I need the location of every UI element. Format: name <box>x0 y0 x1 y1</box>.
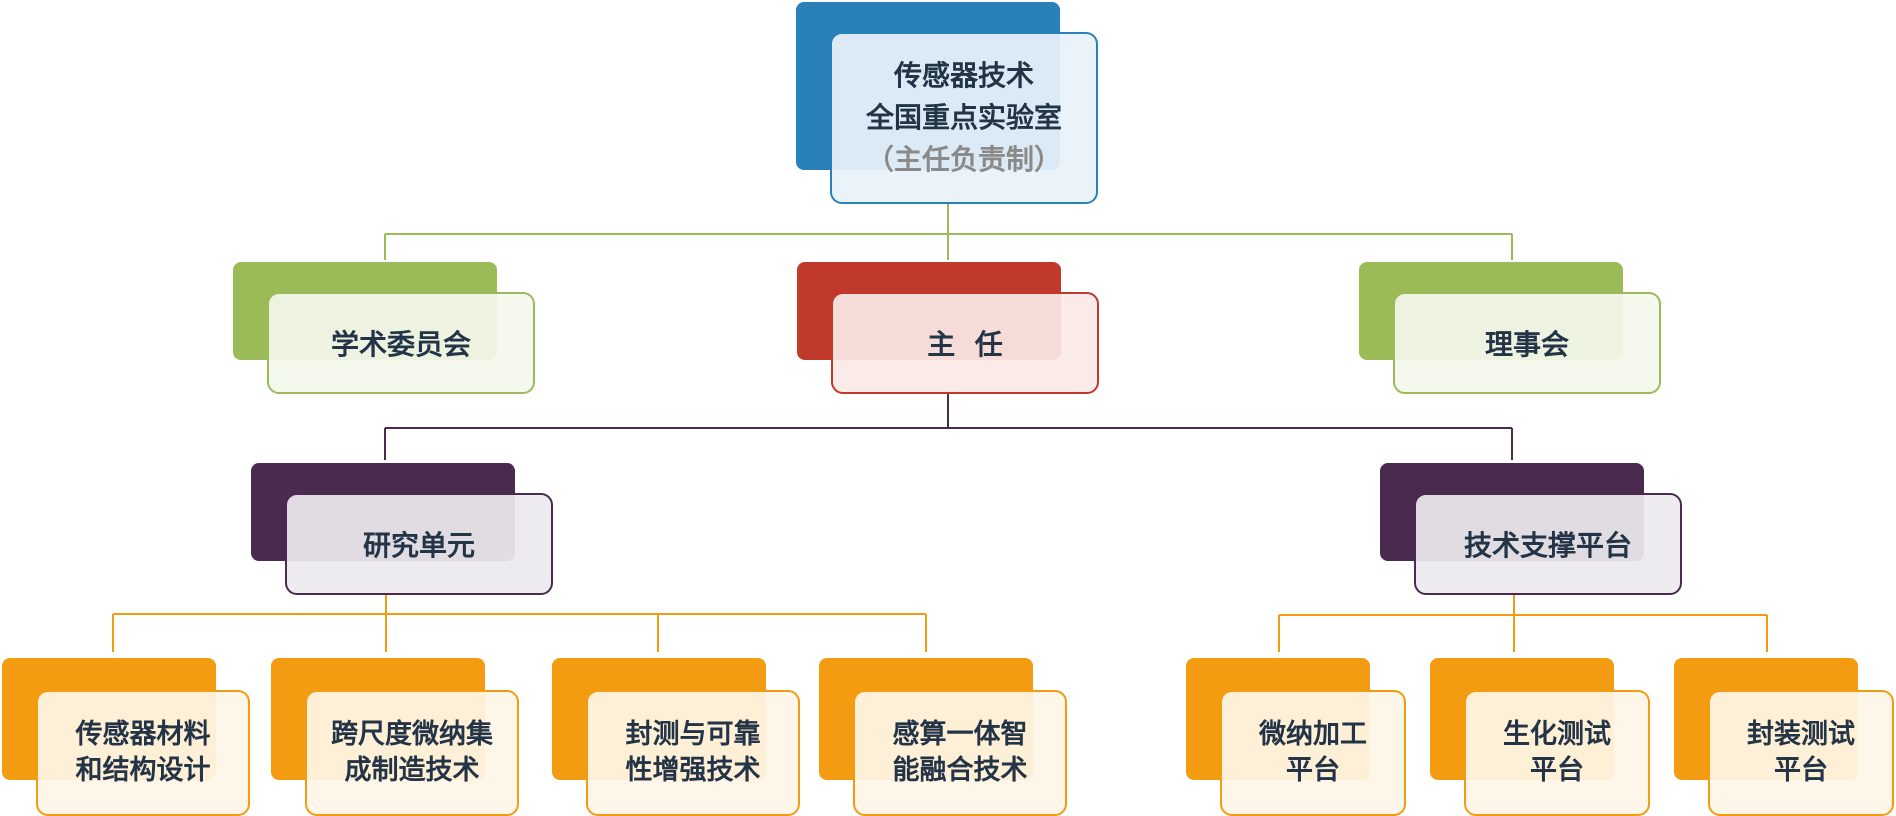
lab-name-line2: 全国重点实验室 <box>865 101 1062 134</box>
node-research-unit-card: 研究单元 <box>285 493 553 595</box>
board-label: 理事会 <box>1484 328 1569 361</box>
node-academic-committee-card: 学术委员会 <box>267 292 535 394</box>
lab-governance-note: （主任负责制） <box>865 143 1062 176</box>
connector-platform-leaves <box>1278 594 1768 652</box>
research-unit-label: 研究单元 <box>362 529 475 562</box>
node-director-card: 主 任 <box>831 292 1099 394</box>
research-materials-line1: 传感器材料 <box>75 719 211 750</box>
lab-name-line1: 传感器技术 <box>893 59 1034 92</box>
platform-microfab-line2: 平台 <box>1286 755 1340 786</box>
node-research-computing-card: 感算一体智 能融合技术 <box>853 690 1067 816</box>
research-micronano-line2: 成制造技术 <box>344 755 480 786</box>
node-research-materials-card: 传感器材料 和结构设计 <box>36 690 250 816</box>
research-packaging-line1: 封测与可靠 <box>625 719 761 750</box>
platform-packagetest-line2: 平台 <box>1774 755 1828 786</box>
node-lab-card: 传感器技术 全国重点实验室 （主任负责制） <box>830 32 1098 204</box>
research-computing-line2: 能融合技术 <box>892 755 1028 786</box>
node-tech-platform-card: 技术支撑平台 <box>1414 493 1682 595</box>
connector-director-level2 <box>384 393 1513 460</box>
node-board-card: 理事会 <box>1393 292 1661 394</box>
platform-microfab-line1: 微纳加工 <box>1259 719 1367 750</box>
node-platform-microfab-card: 微纳加工 平台 <box>1220 690 1406 816</box>
node-platform-biochem-card: 生化测试 平台 <box>1464 690 1650 816</box>
node-platform-packagetest-card: 封装测试 平台 <box>1708 690 1894 816</box>
academic-committee-label: 学术委员会 <box>330 328 471 361</box>
node-research-packaging-card: 封测与可靠 性增强技术 <box>586 690 800 816</box>
platform-biochem-line1: 生化测试 <box>1503 719 1611 750</box>
platform-packagetest-line1: 封装测试 <box>1747 719 1855 750</box>
director-label: 主 任 <box>927 328 1003 361</box>
tech-platform-label: 技术支撑平台 <box>1463 529 1632 562</box>
research-packaging-line2: 性增强技术 <box>625 755 761 786</box>
connector-research-leaves <box>112 594 927 652</box>
research-computing-line1: 感算一体智 <box>892 719 1028 750</box>
connector-root-level1 <box>384 202 1513 260</box>
node-research-micronano-card: 跨尺度微纳集 成制造技术 <box>305 690 519 816</box>
research-materials-line2: 和结构设计 <box>75 755 211 786</box>
platform-biochem-line2: 平台 <box>1530 755 1584 786</box>
research-micronano-line1: 跨尺度微纳集 <box>331 719 493 750</box>
